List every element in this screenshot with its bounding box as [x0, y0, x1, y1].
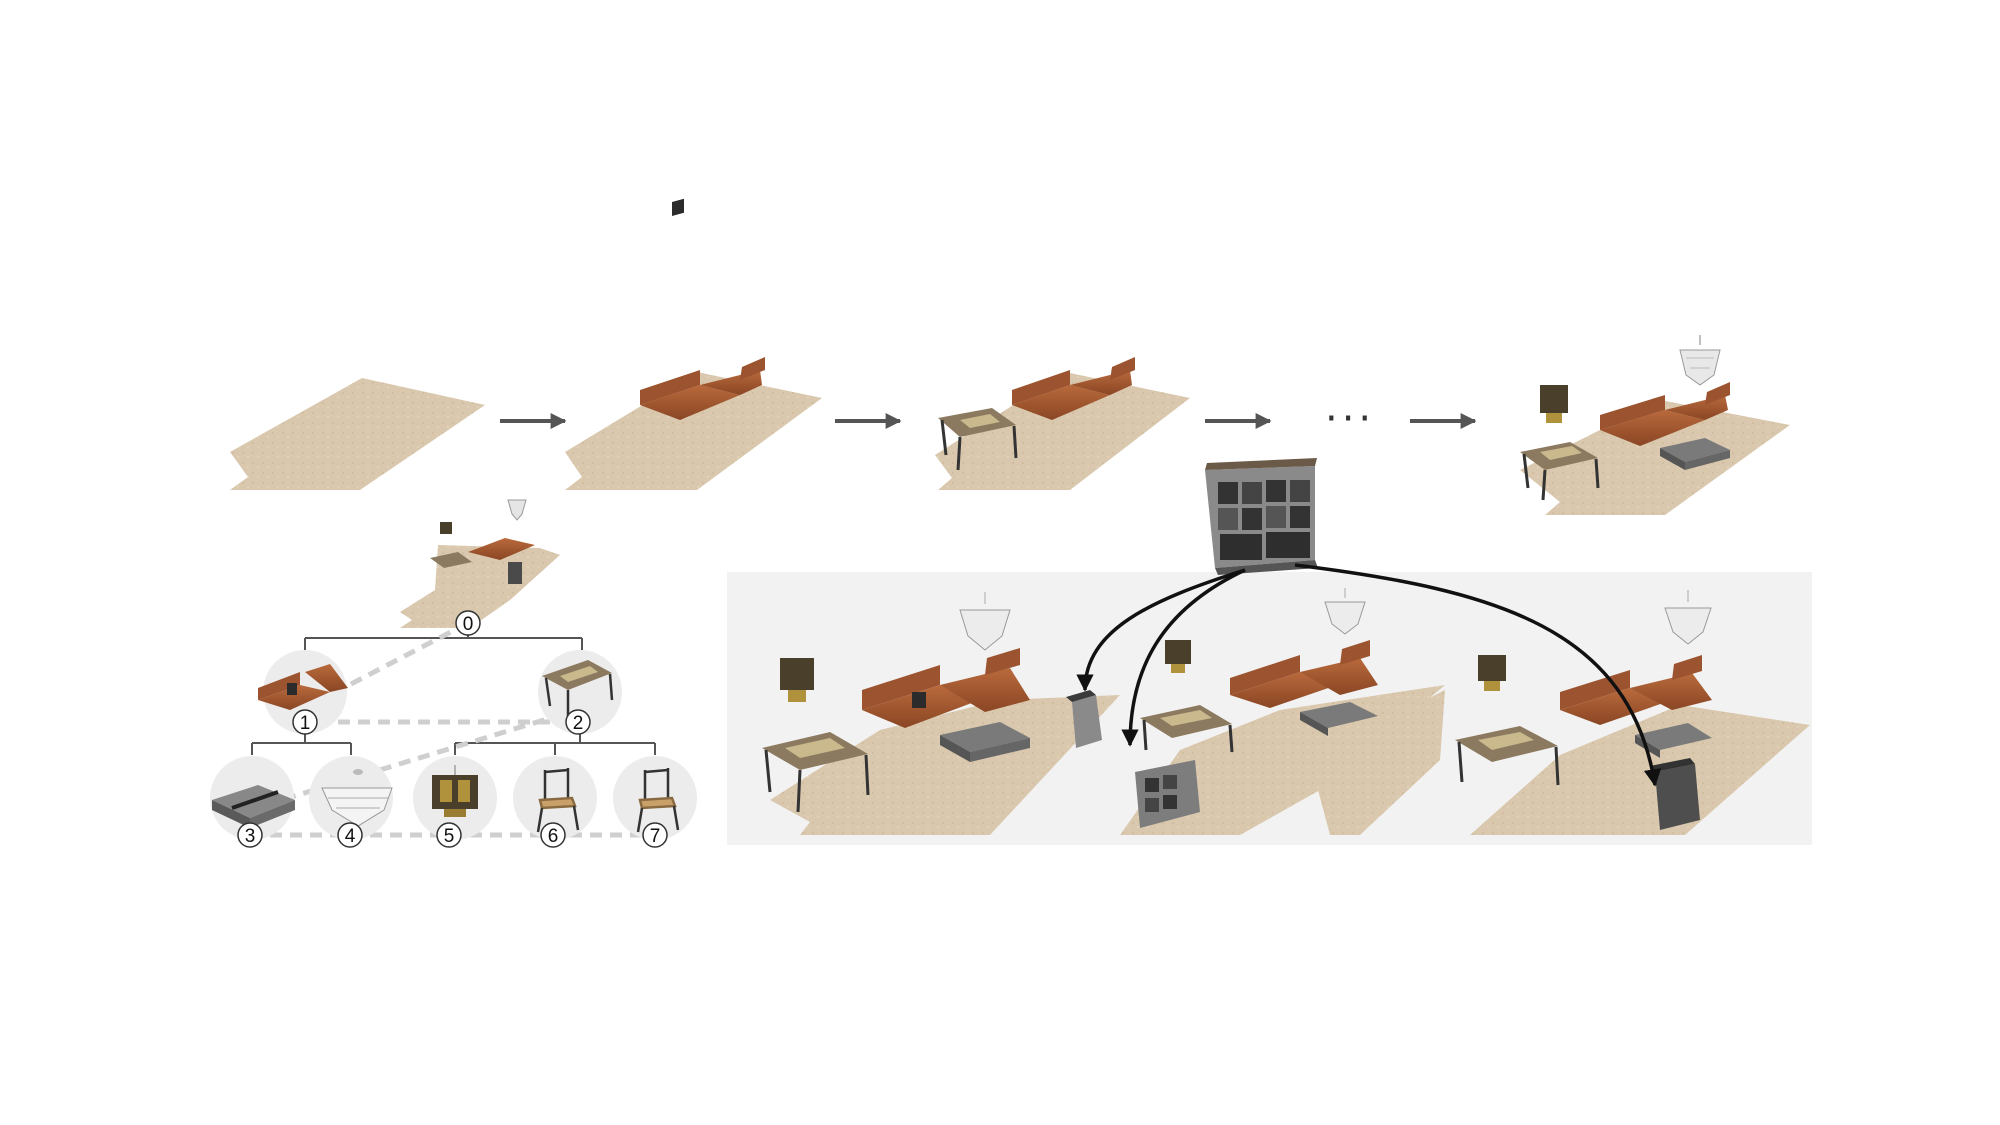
placement-arrow-a — [1076, 568, 1246, 692]
step-3-floor-sofa-table — [935, 357, 1190, 490]
step-1-empty-floor — [230, 378, 485, 490]
cabinet-icon — [508, 562, 522, 584]
pendant-lamp-icon — [1165, 640, 1191, 673]
dining-table-icon — [938, 408, 1018, 471]
tree-node-1: 1 — [292, 709, 318, 735]
chandelier-icon — [507, 499, 527, 521]
cabinet-icon — [1066, 690, 1102, 748]
cabinet-icon — [1650, 758, 1700, 830]
tree-node-0: 0 — [455, 610, 481, 636]
sectional-sofa-icon — [1600, 382, 1730, 446]
chandelier-icon — [1324, 588, 1366, 635]
sectional-sofa-icon — [1012, 357, 1135, 420]
node-4-label: 4 — [345, 826, 356, 847]
tree-node-5: 5 — [436, 822, 462, 848]
pendant-lamp-icon — [432, 765, 478, 817]
dining-table-icon — [1140, 705, 1234, 753]
chandelier-icon — [1679, 335, 1721, 386]
pendant-lamp-icon — [440, 522, 452, 534]
tree-node-4: 4 — [337, 822, 363, 848]
dining-table-icon — [1455, 726, 1560, 786]
sectional-sofa-icon — [862, 648, 1030, 728]
rug-floor-icon — [230, 378, 485, 490]
rug-floor-icon — [400, 545, 560, 628]
pendant-lamp-icon — [780, 658, 814, 702]
chandelier-icon — [1664, 590, 1712, 645]
node-1-label: 1 — [300, 713, 311, 734]
dining-table-icon — [430, 552, 472, 568]
tree-node-2: 2 — [565, 709, 591, 735]
node-5-label: 5 — [444, 826, 455, 847]
chair-icon — [536, 768, 580, 833]
cabinet-icon — [1135, 760, 1200, 828]
ottoman-icon — [940, 722, 1030, 762]
rug-floor-icon — [770, 695, 1120, 835]
rug-floor-icon — [1470, 705, 1810, 835]
ottoman-icon — [1660, 438, 1730, 470]
node-7-label: 7 — [650, 826, 661, 847]
node-6-label: 6 — [548, 826, 559, 847]
rug-floor-icon — [565, 372, 822, 490]
sectional-sofa-icon — [258, 664, 348, 710]
cabinet-icon — [1205, 458, 1318, 575]
ottoman-icon — [212, 785, 295, 828]
sectional-sofa-icon — [468, 538, 535, 560]
rug-floor-icon — [1310, 690, 1445, 835]
sectional-sofa-icon — [640, 198, 765, 420]
step-final-full-scene — [1520, 335, 1790, 515]
node-0-label: 0 — [463, 614, 474, 635]
chandelier-icon — [959, 592, 1011, 651]
ellipsis-text: ··· — [1325, 396, 1375, 442]
tree-node-3: 3 — [237, 822, 263, 848]
pendant-lamp-icon — [1540, 385, 1568, 423]
chandelier-icon — [321, 769, 393, 827]
node-2-label: 2 — [573, 713, 584, 734]
dining-table-icon — [542, 660, 614, 716]
rug-floor-icon — [1120, 685, 1445, 835]
tree-node-6: 6 — [540, 822, 566, 848]
panel-scene-a — [762, 592, 1120, 835]
panel-scene-b — [1120, 588, 1445, 835]
root-scene-thumbnail — [400, 499, 560, 628]
dining-table-icon — [762, 732, 870, 813]
placement-arrow-b — [1121, 568, 1246, 747]
node-3-label: 3 — [245, 826, 256, 847]
pendant-lamp-icon — [1478, 655, 1506, 691]
chair-icon — [636, 768, 680, 833]
tree-node-7: 7 — [642, 822, 668, 848]
rug-floor-icon — [1520, 400, 1790, 515]
ottoman-icon — [1300, 702, 1378, 736]
step-2-floor-sofa — [565, 198, 822, 490]
sectional-sofa-icon — [1230, 640, 1378, 708]
scene-hierarchy-tree: 0 1 2 3 4 5 6 7 — [210, 499, 697, 848]
placement-arrow-c — [1294, 563, 1662, 787]
dining-table-icon — [1520, 442, 1600, 501]
rug-floor-icon — [935, 372, 1190, 490]
